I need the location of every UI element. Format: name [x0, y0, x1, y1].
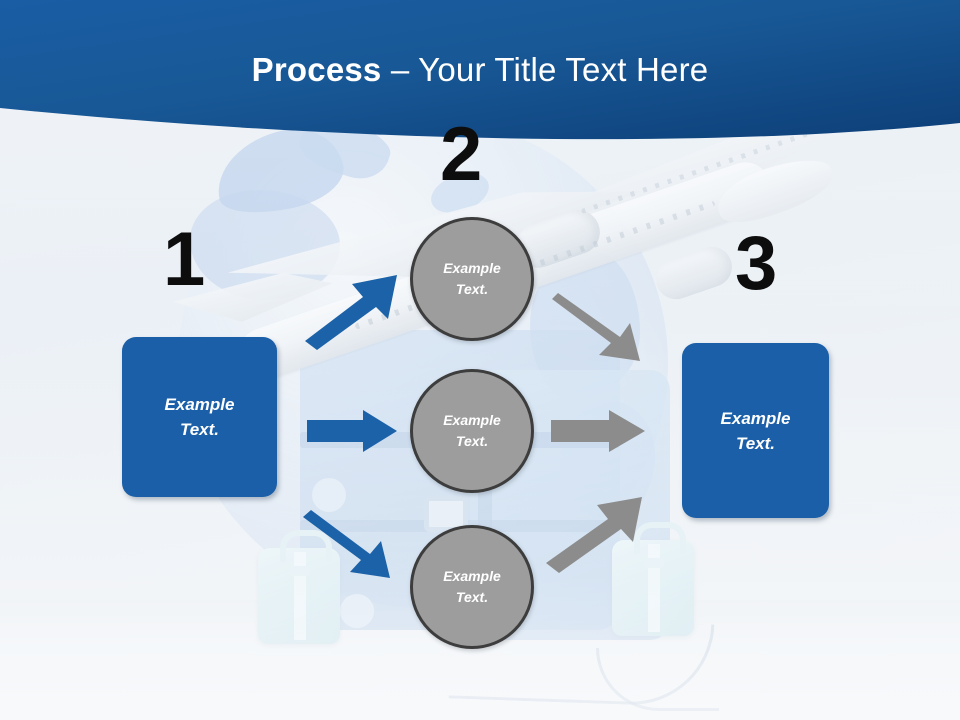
step-1-box-line1: Example: [164, 395, 235, 414]
arrow-down-right-icon: [550, 285, 655, 363]
step-2-circle-2[interactable]: Example Text.: [410, 369, 534, 493]
step-3-box-line2: Text.: [735, 433, 776, 453]
title-banner: Process – Your Title Text Here: [0, 0, 960, 150]
step-2-circle-3-text: Example Text.: [443, 566, 501, 608]
step-1-box-text: Example Text.: [165, 392, 235, 442]
step-2-circle-2-line1: Example: [443, 412, 501, 428]
step-number-3: 3: [735, 221, 777, 306]
arrow-up-right-icon: [546, 495, 651, 573]
step-3-box-text: Example Text.: [721, 406, 791, 456]
step-3-box[interactable]: Example Text.: [682, 343, 829, 518]
arrow-right-icon: [307, 410, 397, 452]
step-2-circle-1[interactable]: Example Text.: [410, 217, 534, 341]
step-2-circle-3[interactable]: Example Text.: [410, 525, 534, 649]
step-2-circle-2-line2: Text.: [455, 433, 489, 449]
step-2-circle-1-line1: Example: [443, 260, 501, 276]
step-2-circle-2-text: Example Text.: [443, 410, 501, 452]
step-1-box[interactable]: Example Text.: [122, 337, 277, 497]
step-number-1: 1: [163, 217, 205, 302]
title-rest-part: – Your Title Text Here: [381, 51, 709, 88]
arrow-up-right-icon: [305, 275, 405, 350]
step-1-box-line2: Text.: [179, 420, 220, 439]
step-number-2: 2: [440, 112, 482, 197]
step-2-circle-1-text: Example Text.: [443, 258, 501, 300]
arrow-down-right-icon: [303, 500, 403, 578]
step-3-box-line1: Example: [720, 408, 791, 428]
arrow-right-icon: [551, 410, 645, 452]
step-2-circle-1-line2: Text.: [455, 281, 489, 297]
page-title: Process – Your Title Text Here: [0, 50, 960, 90]
step-2-circle-3-line2: Text.: [455, 589, 489, 605]
step-2-circle-3-line1: Example: [443, 568, 501, 584]
title-bold-part: Process: [251, 51, 382, 88]
